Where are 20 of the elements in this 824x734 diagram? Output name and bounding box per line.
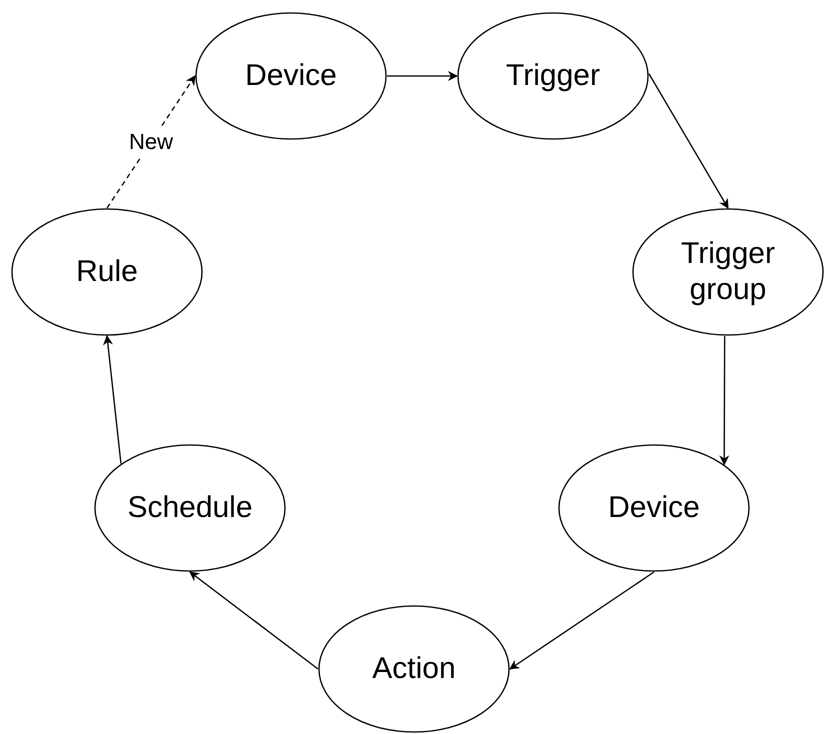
ellipse-node [94, 444, 286, 572]
ellipse-node [11, 208, 203, 336]
ellipse-node [318, 605, 510, 733]
node-label: Rule [76, 254, 138, 290]
ellipse-node [632, 208, 824, 336]
arrow [189, 571, 318, 670]
node-label: Trigger group [680, 236, 776, 308]
arrow [387, 71, 458, 81]
arrow [648, 73, 729, 209]
node-label: Device [245, 58, 337, 94]
ellipse-node [195, 12, 387, 140]
arrow [103, 335, 122, 464]
arrow [719, 336, 730, 466]
ellipse-node [558, 444, 750, 572]
node-label: Trigger [506, 58, 600, 94]
arrow [509, 571, 654, 670]
node-label: Device [608, 490, 700, 526]
node-label: Schedule [127, 490, 253, 526]
ellipse-node [457, 12, 649, 140]
node-label: Action [372, 651, 456, 687]
